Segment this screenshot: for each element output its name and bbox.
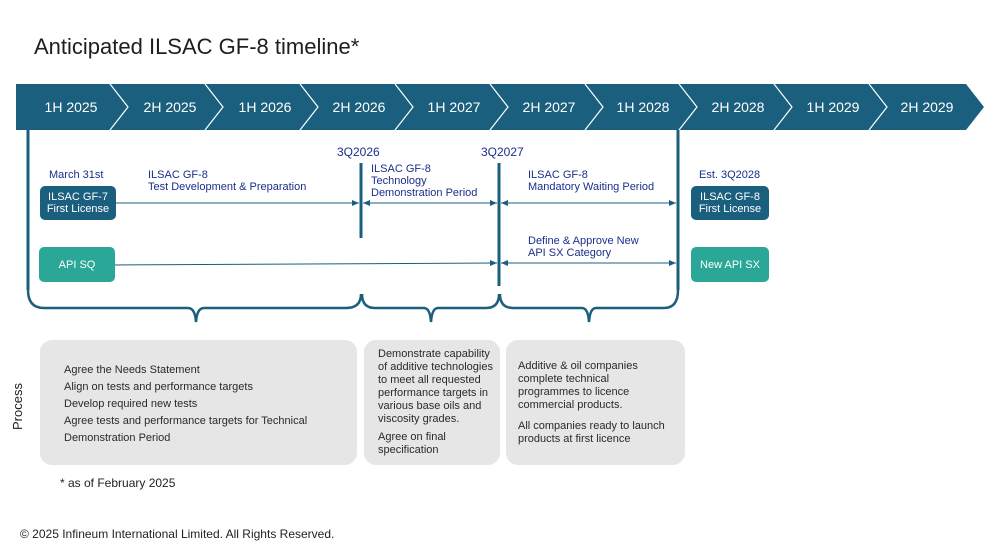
- gf8-first-license-box: ILSAC GF-8 First License: [691, 186, 769, 220]
- gf8-date: Est. 3Q2028: [699, 169, 761, 181]
- test-development-label: ILSAC GF-8 Test Development & Preparatio…: [148, 169, 306, 193]
- gf8-line2: First License: [698, 203, 762, 215]
- process-axis-label: Process: [10, 383, 25, 430]
- page-title: Anticipated ILSAC GF-8 timeline*: [34, 34, 360, 59]
- process-text: commercial products.: [518, 399, 623, 411]
- period-1h-2026: 1H 2026: [238, 99, 292, 115]
- footnote: * as of February 2025: [60, 476, 176, 490]
- period-2h-2026: 2H 2026: [332, 99, 386, 115]
- api-sx-line2: API SX Category: [528, 247, 612, 259]
- api-sx-line1: Define & Approve New: [528, 235, 639, 247]
- gf8-line1: ILSAC GF-8: [700, 191, 760, 203]
- new-api-sx-box: New API SX: [691, 247, 769, 282]
- process-text: products at first licence: [518, 433, 631, 445]
- process-item: Agree tests and performance targets for …: [64, 415, 308, 427]
- process-text: Agree on final: [378, 431, 446, 443]
- waiting-line2: Mandatory Waiting Period: [528, 181, 655, 193]
- waiting-period-label: ILSAC GF-8 Mandatory Waiting Period: [528, 169, 654, 193]
- process-text: programmes to licence: [518, 386, 630, 398]
- process-box-tech-demo: Demonstrate capability of additive techn…: [364, 340, 500, 465]
- process-text: complete technical: [518, 373, 610, 385]
- process-text: All companies ready to launch: [518, 420, 665, 432]
- gf7-line1: ILSAC GF-7: [48, 191, 108, 203]
- process-item: Develop required new tests: [64, 398, 198, 410]
- gf7-date: March 31st: [49, 169, 104, 181]
- process-box-waiting-period: Additive & oil companies complete techni…: [506, 340, 685, 465]
- process-text: to meet all requested: [378, 374, 481, 386]
- waiting-line1: ILSAC GF-8: [528, 169, 588, 181]
- api-sx-define-label: Define & Approve New API SX Category: [528, 235, 639, 259]
- process-text: viscosity grades.: [378, 413, 460, 425]
- chevron-bar-shape: [16, 84, 984, 130]
- process-text: specification: [378, 444, 439, 456]
- period-2h-2028: 2H 2028: [711, 99, 765, 115]
- marker-3q2027: 3Q2027: [481, 145, 524, 159]
- process-text: performance targets in: [378, 387, 489, 399]
- period-1h-2025: 1H 2025: [44, 99, 98, 115]
- process-item: Align on tests and performance targets: [64, 381, 253, 393]
- period-1h-2027: 1H 2027: [427, 99, 481, 115]
- gf7-line2: First License: [46, 203, 110, 215]
- period-2h-2029: 2H 2029: [900, 99, 954, 115]
- timeline-bar: 1H 2025 2H 2025 1H 2026 2H 2026 1H 2027 …: [16, 84, 986, 130]
- api-sq-box: API SQ: [39, 247, 115, 282]
- api-sq-label: API SQ: [58, 258, 96, 271]
- tech-demo-line3: Demonstration Period: [371, 187, 478, 199]
- process-text: of additive technologies: [378, 361, 493, 373]
- process-box-test-development: Agree the Needs Statement Align on tests…: [40, 340, 357, 465]
- tech-demo-line2: Technology: [371, 175, 427, 187]
- tech-demo-label: ILSAC GF-8 Technology Demonstration Peri…: [371, 163, 477, 199]
- process-text: Additive & oil companies: [518, 360, 638, 372]
- gf7-first-license-box: ILSAC GF-7 First License: [40, 186, 116, 220]
- period-2h-2027: 2H 2027: [522, 99, 576, 115]
- process-item: Agree the Needs Statement: [64, 364, 200, 376]
- copyright: © 2025 Infineum International Limited. A…: [20, 527, 335, 541]
- process-text: various base oils and: [378, 400, 482, 412]
- marker-3q2026: 3Q2026: [337, 145, 380, 159]
- test-dev-line1: ILSAC GF-8: [148, 169, 208, 181]
- tech-demo-line1: ILSAC GF-8: [371, 163, 431, 175]
- process-text: Demonstrate capability: [378, 348, 490, 360]
- api-sx-label: New API SX: [700, 258, 760, 271]
- process-item: Demonstration Period: [64, 432, 171, 444]
- period-2h-2025: 2H 2025: [143, 99, 197, 115]
- period-1h-2028: 1H 2028: [616, 99, 670, 115]
- period-1h-2029: 1H 2029: [806, 99, 860, 115]
- test-dev-line2: Test Development & Preparation: [148, 181, 307, 193]
